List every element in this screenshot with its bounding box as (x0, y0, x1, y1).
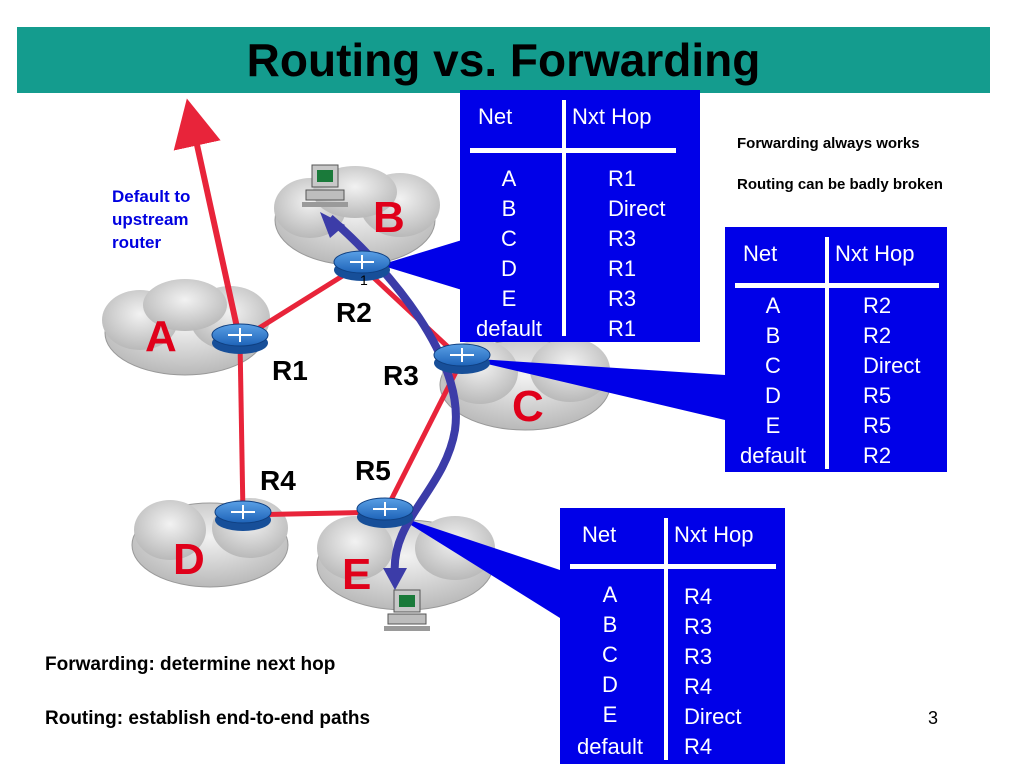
router-r2-icon (333, 250, 391, 281)
table-row: B (602, 612, 618, 637)
table-row: default (576, 734, 644, 759)
default-note-line-1: Default to (112, 187, 191, 206)
table-row: default (739, 443, 807, 468)
slide-title: Routing vs. Forwarding (246, 34, 761, 86)
link-r1-r4 (237, 339, 246, 516)
forwarding-table-r2: Net Nxt Hop A R1 B Direct C R3 D R1 E R3… (460, 90, 700, 342)
callout-r3 (462, 358, 725, 420)
table-row: D (602, 672, 618, 697)
title-bar: Routing vs. Forwarding (17, 27, 990, 93)
network-label-e: E (342, 550, 372, 599)
default-note-line-3: router (112, 233, 162, 252)
table-header-rule (470, 148, 676, 153)
table-row: R2 (863, 323, 892, 348)
host-e-computer-icon (384, 589, 430, 631)
table-row: C (602, 642, 618, 667)
table-column-rule (562, 100, 566, 336)
router-label-r4: R4 (260, 465, 296, 496)
table-row: A (501, 166, 517, 191)
packet-path-arrowhead-e (383, 568, 407, 590)
router-label-r2: R2 (336, 297, 372, 328)
table-header-net: Net (478, 104, 513, 129)
network-label-c: C (512, 382, 544, 431)
table-row: R3 (608, 286, 637, 311)
table-header-nxt-hop: Nxt Hop (835, 241, 915, 266)
table-header-net: Net (743, 241, 778, 266)
table-row: R3 (608, 226, 637, 251)
packet-path-arrowhead-b (320, 212, 345, 238)
table-row: Direct (608, 196, 666, 221)
table-column-rule (825, 237, 829, 469)
network-label-a: A (145, 312, 177, 361)
host-b-computer-icon (302, 164, 348, 207)
table-row: B (765, 323, 781, 348)
network-label-b: B (373, 193, 405, 242)
table-row: Direct (863, 353, 921, 378)
table-header-rule (570, 564, 776, 569)
table-row: D (501, 256, 517, 281)
default-route-arrow (173, 98, 241, 333)
table-row: Direct (684, 704, 742, 729)
table-row: R4 (684, 734, 713, 759)
table-header-nxt-hop: Nxt Hop (572, 104, 652, 129)
table-row: R5 (863, 413, 892, 438)
table-row: R4 (684, 674, 713, 699)
table-row: R1 (608, 316, 637, 341)
callout-r2 (380, 240, 462, 290)
table-row: R2 (863, 293, 892, 318)
table-header-rule (735, 283, 939, 288)
note-forwarding-definition: Forwarding: determine next hop (45, 654, 336, 675)
router-r3-icon (433, 343, 491, 374)
r2-port-mark: 1 (360, 272, 368, 288)
cloud-a (102, 279, 270, 376)
table-header-net: Net (582, 522, 617, 547)
table-row: R3 (684, 614, 713, 639)
router-r4-icon (214, 500, 272, 531)
table-row: R4 (684, 584, 713, 609)
router-r5-icon (356, 497, 414, 528)
table-column-rule (664, 518, 668, 760)
table-row: A (602, 582, 618, 607)
table-row: R1 (608, 256, 637, 281)
default-note-line-2: upstream (112, 210, 189, 229)
table-row: default (475, 316, 543, 341)
table-row: R5 (863, 383, 892, 408)
router-label-r5: R5 (355, 455, 391, 486)
page-number: 3 (928, 708, 939, 728)
note-routing-definition: Routing: establish end-to-end paths (45, 708, 371, 729)
table-row: R3 (684, 644, 713, 669)
note-forwarding-works: Forwarding always works (737, 135, 920, 152)
table-row: E (501, 286, 517, 311)
forwarding-table-r5: Net Nxt Hop A R4 B R3 C R3 D R4 E Direct… (560, 508, 785, 764)
table-row: E (765, 413, 781, 438)
default-route-note: Default to upstream router (112, 185, 190, 254)
table-row: D (765, 383, 781, 408)
network-label-d: D (173, 535, 205, 584)
table-row: R2 (863, 443, 892, 468)
table-row: E (602, 702, 618, 727)
cloud-b (274, 166, 440, 266)
table-row: B (501, 196, 517, 221)
router-label-r1: R1 (272, 355, 308, 386)
table-row: C (765, 353, 781, 378)
table-row: R1 (608, 166, 637, 191)
router-r1-icon (211, 323, 269, 354)
note-routing-broken: Routing can be badly broken (737, 176, 943, 193)
callout-r5 (395, 515, 560, 618)
table-row: A (765, 293, 781, 318)
table-row: C (501, 226, 517, 251)
router-label-r3: R3 (383, 360, 419, 391)
table-header-nxt-hop: Nxt Hop (674, 522, 754, 547)
forwarding-table-r3: Net Nxt Hop A R2 B R2 C Direct D R5 E R5… (725, 227, 947, 472)
